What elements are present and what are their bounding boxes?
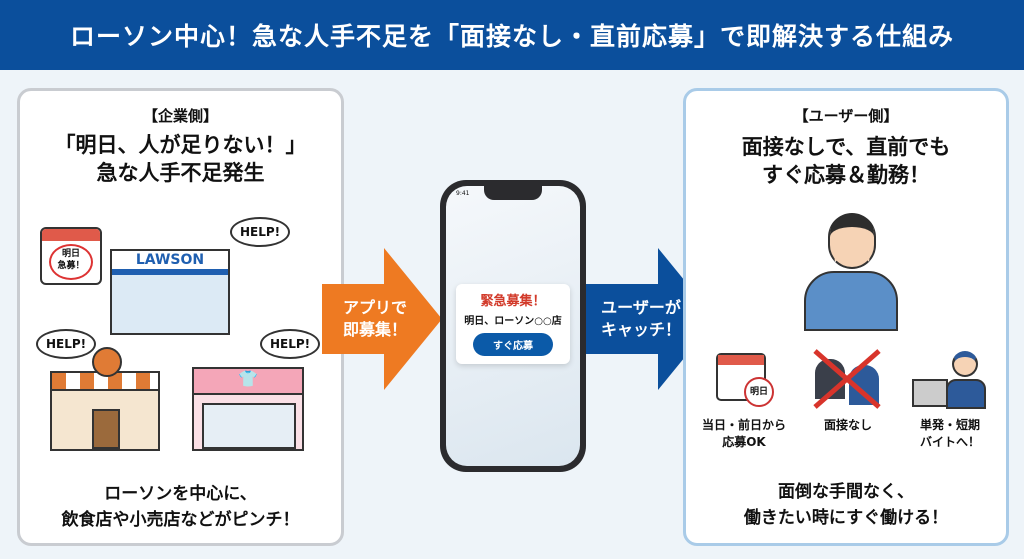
user-footer-1: 面倒な手間なく、	[778, 482, 914, 502]
arrow-left-text-1: アプリで	[342, 298, 407, 318]
arrow-right-text-1: ユーザーが	[601, 298, 681, 318]
calendar-icon: 明日	[716, 353, 774, 407]
apply-now-button[interactable]: すぐ応募	[473, 333, 553, 356]
user-with-phone-illustration	[804, 213, 898, 331]
arrow-right-text-2: キャッチ！	[600, 320, 681, 339]
calendar-text-urgent: 急募！	[57, 260, 85, 271]
page-title: ローソン中心！急な人手不足を「面接なし・直前応募」で即解決する仕組み	[0, 0, 1024, 70]
restaurant-illustration	[50, 347, 160, 451]
store-sign: LAWSON	[112, 251, 228, 275]
company-tag: 【企業側】	[142, 107, 218, 125]
lawson-store-illustration: LAWSON	[110, 249, 230, 335]
job-store-text: 明日、ローソン○○店	[464, 316, 562, 327]
feature-label-1: 当日・前日から	[701, 418, 786, 432]
feature-label-3b: バイトへ！	[919, 434, 980, 449]
company-headline-1: 「明日、人が足りない！」	[54, 133, 307, 157]
calendar-icon: 明日 急募！	[40, 227, 102, 285]
post-job-arrow: アプリで即募集！	[322, 248, 442, 390]
clothing-store-illustration: 👕	[192, 367, 304, 451]
user-headline-1: 面接なしで、直前でも	[741, 135, 951, 159]
job-alert-card[interactable]: 緊急募集！ 明日、ローソン○○店 すぐ応募	[456, 284, 570, 364]
company-side-panel: 【企業側】 「明日、人が足りない！」 急な人手不足発生 明日 急募！ LAWSO…	[17, 88, 344, 546]
feature-label-1b: 応募OK	[722, 434, 766, 449]
arrow-left-text-2: 即募集！	[342, 320, 407, 339]
cashier-worker-icon	[912, 349, 988, 411]
feature-label-3: 単発・短期	[919, 418, 980, 432]
smartphone: 9:41 緊急募集！ 明日、ローソン○○店 すぐ応募	[440, 180, 586, 472]
calendar-text: 明日	[61, 249, 80, 259]
help-bubble: HELP!	[230, 217, 291, 247]
status-time: 9:41	[456, 190, 470, 197]
user-tag: 【ユーザー側】	[793, 107, 899, 125]
no-interview-icon	[811, 349, 883, 409]
calendar-tomorrow-text: 明日	[744, 377, 774, 407]
company-headline-2: 急な人手不足発生	[96, 161, 265, 185]
company-footer-1: ローソンを中心に、	[104, 484, 257, 504]
user-headline-2: すぐ応募＆勤務！	[762, 163, 930, 187]
help-bubble: HELP!	[260, 329, 321, 359]
urgent-recruit-label: 緊急募集！	[480, 294, 546, 309]
help-bubble: HELP!	[36, 329, 97, 359]
feature-label-2: 面接なし	[823, 418, 872, 432]
user-footer-2: 働きたい時にすぐ働ける！	[743, 508, 949, 528]
company-footer-2: 飲食店や小売店などがピンチ！	[61, 510, 300, 530]
user-side-panel: 【ユーザー側】 面接なしで、直前でも すぐ応募＆勤務！ 明日 当日・前日から応募…	[683, 88, 1009, 546]
